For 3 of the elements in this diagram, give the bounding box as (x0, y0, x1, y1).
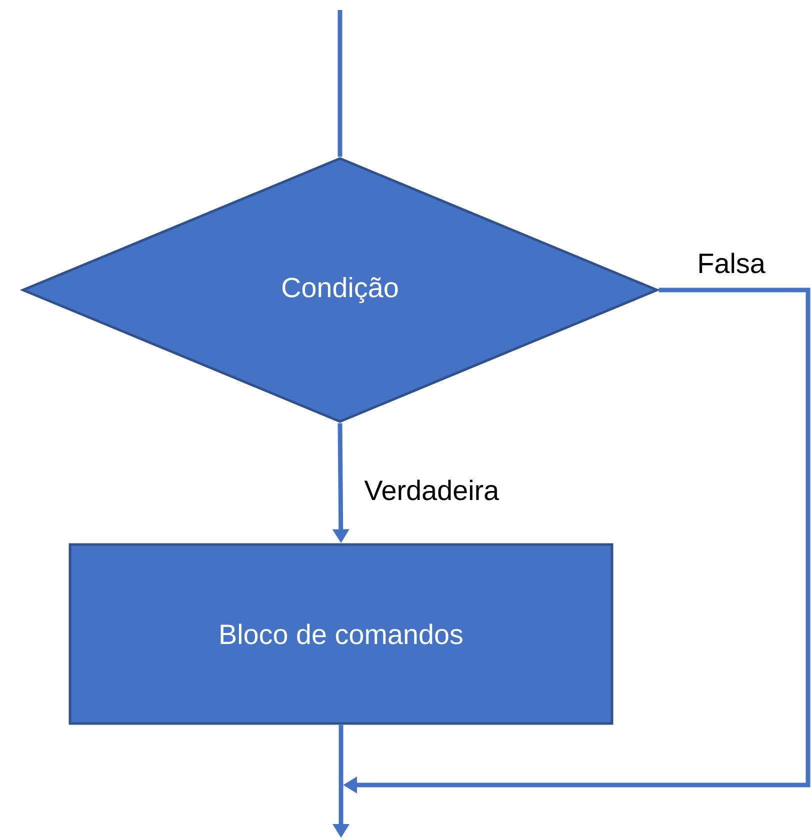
process-box: Bloco de comandos (68, 543, 614, 725)
edge-label: Verdadeira (363, 478, 500, 502)
edge-label: Falsa (696, 252, 766, 274)
